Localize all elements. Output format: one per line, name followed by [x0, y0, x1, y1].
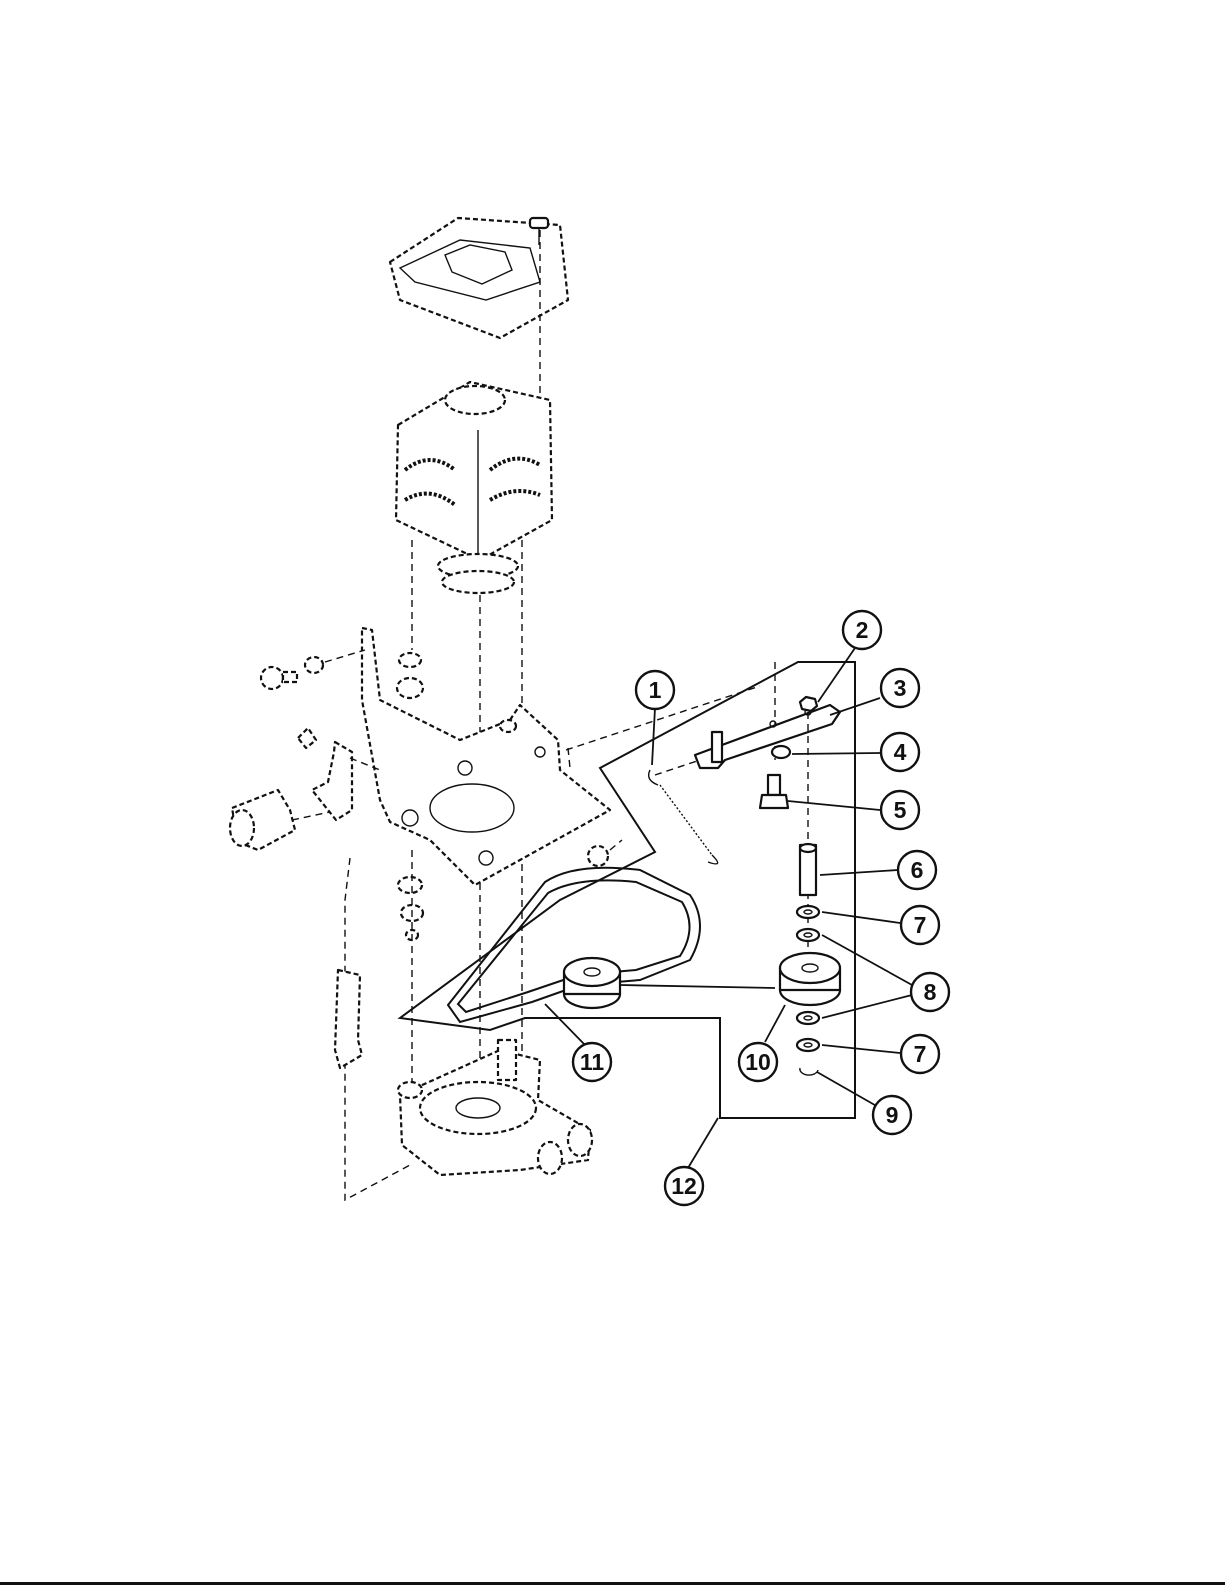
washer: [772, 746, 790, 758]
svg-text:2: 2: [856, 617, 869, 643]
leader-lines: [545, 648, 912, 1168]
drain-pump: [398, 1040, 592, 1175]
svg-text:12: 12: [671, 1173, 697, 1199]
idler-pulley: [780, 953, 840, 1005]
callout-7-lower: 7: [901, 1035, 939, 1073]
svg-text:5: 5: [894, 797, 907, 823]
svg-text:7: 7: [914, 1041, 927, 1067]
idler-spring: [649, 760, 718, 864]
callout-1: 1: [636, 671, 674, 709]
callout-2: 2: [843, 611, 881, 649]
callout-12: 12: [665, 1167, 703, 1205]
motor-pulley: [564, 958, 620, 1008]
svg-text:1: 1: [649, 677, 662, 703]
callout-5: 5: [881, 791, 919, 829]
callout-6: 6: [898, 851, 936, 889]
nut: [800, 697, 817, 960]
callout-4: 4: [881, 733, 919, 771]
bracket-clip: [298, 728, 380, 820]
callout-11: 11: [573, 1043, 611, 1081]
svg-text:10: 10: [745, 1049, 771, 1075]
svg-text:8: 8: [924, 979, 937, 1005]
svg-text:7: 7: [914, 912, 927, 938]
capacitor: [230, 790, 330, 850]
svg-text:3: 3: [894, 675, 907, 701]
svg-text:11: 11: [580, 1049, 605, 1075]
callout-7-upper: 7: [901, 906, 939, 944]
callout-8: 8: [911, 973, 949, 1011]
callout-10: 10: [739, 1043, 777, 1081]
pulley-shaft: [800, 844, 816, 895]
motor-mount-bracket: [362, 628, 610, 885]
callout-9: 9: [873, 1096, 911, 1134]
svg-text:6: 6: [911, 857, 924, 883]
hose-clamp: [335, 970, 362, 1068]
idler-lever: [695, 705, 840, 768]
bracket-screw-right: [588, 840, 622, 866]
bracket-bolt: [261, 650, 365, 689]
svg-text:9: 9: [886, 1102, 899, 1128]
retaining-ring: [800, 1068, 818, 1075]
motor-cover: [390, 218, 568, 408]
svg-text:4: 4: [894, 739, 907, 765]
callout-3: 3: [881, 669, 919, 707]
bolt: [760, 775, 788, 808]
